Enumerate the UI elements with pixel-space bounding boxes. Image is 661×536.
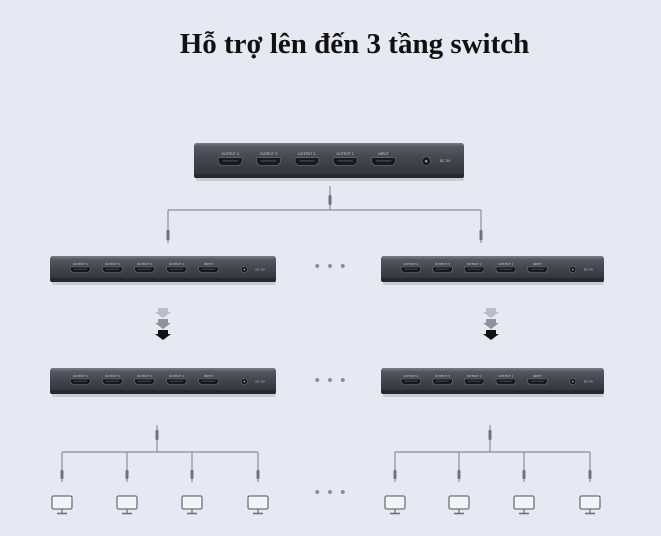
port-label: OUTPUT 3 (435, 374, 450, 378)
power-label: DC 5V (584, 380, 594, 384)
page-title: Hỗ trợ lên đến 3 tầng switch (179, 28, 530, 60)
monitor-icon (51, 495, 73, 515)
port-label: OUTPUT 3 (260, 152, 278, 156)
ellipsis-tier-3: • • • (313, 373, 347, 389)
port-label: OUTPUT 1 (498, 262, 513, 266)
port-label: OUTPUT 2 (137, 262, 152, 266)
hdmi-switch-tier-2-right: OUTPUT 4 OUTPUT 3 OUTPUT 2 OUTPUT 1 INPUT DC … (381, 256, 604, 285)
port-label: INPUT (204, 262, 213, 266)
port-label: OUTPUT 1 (498, 374, 513, 378)
monitor-icon (116, 495, 138, 515)
monitor-icon (579, 495, 601, 515)
hdmi-switch-tier-3-left: OUTPUT 4 OUTPUT 3 OUTPUT 2 OUTPUT 1 INPUT DC … (50, 368, 276, 397)
monitor-icon (181, 495, 203, 515)
port-label: OUTPUT 1 (169, 262, 184, 266)
hdmi-switch-tier-2-left: OUTPUT 4 OUTPUT 3 OUTPUT 2 OUTPUT 1 INPUT DC … (50, 256, 276, 285)
monitor-icon (448, 495, 470, 515)
monitor-icon (513, 495, 535, 515)
port-label: OUTPUT 4 (221, 152, 239, 156)
port-label: OUTPUT 2 (137, 374, 152, 378)
port-label: OUTPUT 4 (403, 374, 418, 378)
port-label: OUTPUT 2 (298, 152, 316, 156)
port-label: OUTPUT 1 (336, 152, 354, 156)
port-label: OUTPUT 4 (73, 262, 88, 266)
ellipsis-monitors: • • • (313, 485, 347, 501)
port-label: OUTPUT 1 (169, 374, 184, 378)
port-label: OUTPUT 2 (467, 374, 482, 378)
power-label: DC 5V (256, 380, 266, 384)
cable-plugs (60, 195, 592, 479)
port-label: INPUT (378, 152, 389, 156)
power-label: DC 5V (256, 268, 266, 272)
port-label: OUTPUT 3 (435, 262, 450, 266)
port-label: OUTPUT 2 (467, 262, 482, 266)
port-label: OUTPUT 3 (105, 374, 120, 378)
monitor-icon (247, 495, 269, 515)
down-arrow-icon (155, 308, 171, 340)
power-label: DC 5V (440, 159, 451, 163)
port-label: INPUT (533, 262, 542, 266)
down-arrow-icon (483, 308, 499, 340)
hdmi-switch-tier-3-right: OUTPUT 4 OUTPUT 3 OUTPUT 2 OUTPUT 1 INPUT DC … (381, 368, 604, 397)
connector-lines (61, 186, 591, 482)
port-label: INPUT (533, 374, 542, 378)
port-label: OUTPUT 4 (73, 374, 88, 378)
hdmi-switch-tier-1: OUTPUT 4 OUTPUT 3 OUTPUT 2 OUTPUT 1 INPUT DC … (194, 143, 464, 181)
port-label: OUTPUT 4 (403, 262, 418, 266)
monitor-icon (384, 495, 406, 515)
port-label: OUTPUT 3 (105, 262, 120, 266)
port-label: INPUT (204, 374, 213, 378)
power-label: DC 5V (584, 268, 594, 272)
ellipsis-tier-2: • • • (313, 259, 347, 275)
